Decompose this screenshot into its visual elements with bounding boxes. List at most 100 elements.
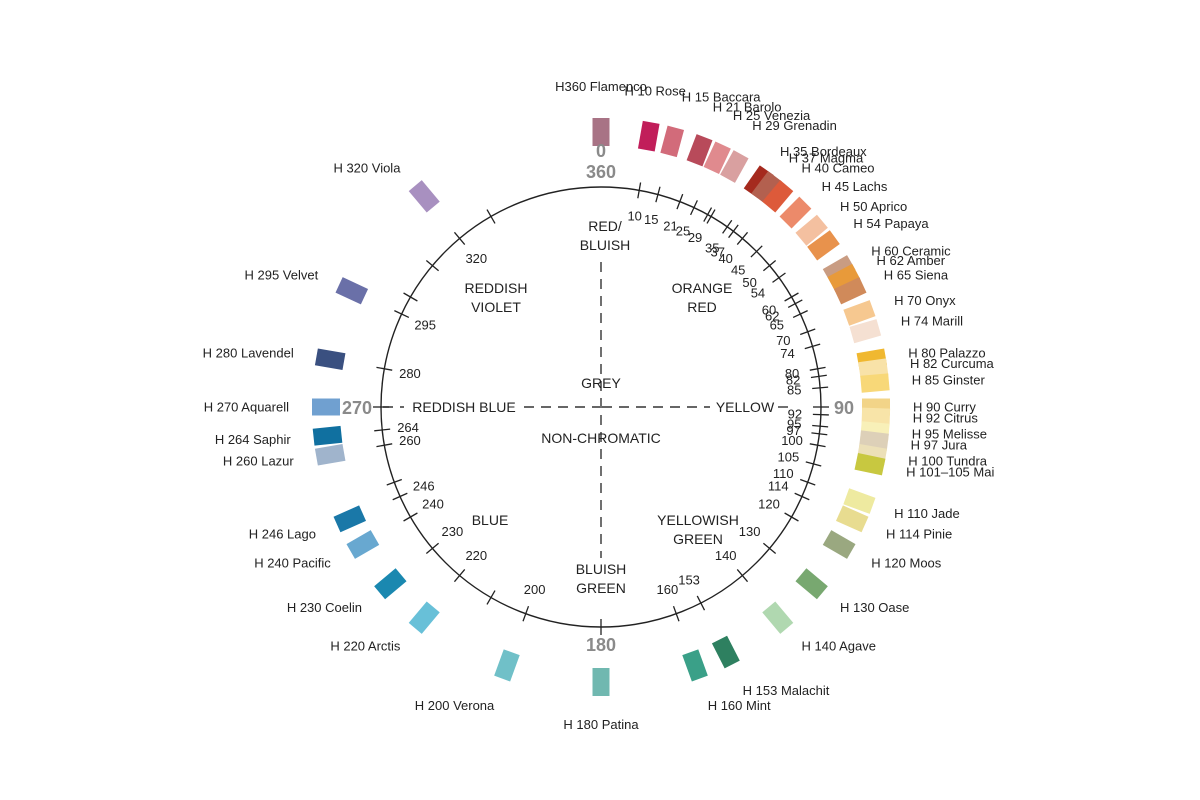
tick-260 (376, 443, 393, 448)
swatch-label-h100: H 100 Tundra (908, 454, 988, 469)
swatch-label-h40: H 40 Cameo (802, 160, 875, 175)
tick-310 (425, 259, 440, 272)
tick-74 (804, 343, 821, 350)
tick-80 (809, 366, 826, 371)
swatch-h15 (660, 125, 685, 158)
tick-85 (812, 386, 829, 390)
tick-label-97: 97 (786, 423, 800, 438)
swatch-label-h60: H 60 Ceramic (871, 244, 951, 259)
region-red-bluish-line2: BLUISH (580, 237, 631, 253)
tick-280 (376, 366, 393, 371)
region-reddish-blue: REDDISH BLUE (412, 399, 515, 415)
swatch-label-h82: H 82 Curcuma (910, 356, 995, 371)
swatch-label-h240: H 240 Pacific (254, 556, 331, 571)
swatch-label-h80: H 80 Palazzo (908, 345, 985, 360)
tick-label-62: 62 (765, 308, 779, 323)
tick-label-54: 54 (751, 285, 765, 300)
cardinal-180: 180 (586, 635, 616, 655)
tick-label-130: 130 (739, 524, 761, 539)
swatch-h114 (835, 505, 869, 533)
tick-15 (655, 186, 661, 203)
tick-210 (486, 590, 496, 605)
tick-label-100: 100 (781, 433, 803, 448)
tick-label-92: 92 (788, 406, 802, 421)
swatch-h280 (314, 348, 346, 371)
tick-300 (403, 292, 418, 302)
cardinal-270: 270 (342, 398, 372, 418)
swatch-label-h15: H 15 Baccara (682, 90, 762, 105)
tick-120 (784, 512, 799, 522)
swatch-label-h95: H 95 Melisse (912, 427, 987, 442)
swatch-h120 (822, 530, 856, 559)
swatch-label-h280: H 280 Lavendel (203, 345, 294, 360)
swatch-h246 (333, 505, 367, 533)
tick-153 (696, 595, 706, 611)
swatch-h92 (861, 407, 891, 426)
swatch-h130 (795, 568, 828, 600)
swatch-label-h21: H 21 Barolo (713, 100, 782, 115)
tick-label-105: 105 (778, 450, 800, 465)
swatch-h35 (743, 165, 774, 199)
tick-label-280: 280 (399, 366, 421, 381)
swatch-h320 (408, 180, 440, 213)
swatch-label-h97: H 97 Jura (911, 438, 968, 453)
tick-label-110: 110 (773, 466, 794, 481)
region-grey: GREY (581, 375, 621, 391)
tick-50 (762, 259, 777, 272)
tick-label-50: 50 (742, 275, 756, 290)
tick-114 (794, 492, 810, 501)
swatch-h160 (682, 649, 708, 682)
tick-label-60: 60 (762, 303, 776, 318)
swatch-label-h45: H 45 Lachs (822, 179, 888, 194)
tick-65 (792, 310, 808, 318)
tick-62 (787, 299, 803, 309)
tick-29 (703, 207, 713, 222)
region-yellowish-green-line2: GREEN (673, 531, 723, 547)
tick-label-40: 40 (718, 251, 732, 266)
cardinal-90: 90 (834, 398, 854, 418)
tick-label-95: 95 (787, 416, 801, 431)
tick-330 (486, 209, 496, 224)
swatch-h270 (312, 398, 340, 416)
swatch-h240 (346, 530, 380, 559)
tick-30 (706, 209, 716, 224)
swatch-h54 (807, 230, 840, 261)
tick-label-35: 35 (705, 241, 719, 256)
tick-92 (812, 413, 829, 416)
swatch-h62 (827, 263, 861, 292)
tick-220 (453, 568, 466, 583)
region-yellow: YELLOW (716, 399, 775, 415)
region-non-chromatic: NON-CHROMATIC (541, 430, 661, 446)
swatch-label-h360: H360 Flamenco (555, 79, 647, 94)
swatch-label-h110: H 110 Jade (894, 506, 960, 521)
swatch-label-h140: H 140 Agave (802, 639, 876, 654)
tick-label-45: 45 (731, 262, 745, 277)
tick-54 (772, 272, 786, 283)
region-bluish-green-line1: BLUISH (576, 561, 627, 577)
tick-label-85: 85 (787, 383, 801, 398)
swatch-label-h90: H 90 Curry (913, 400, 976, 415)
tick-45 (750, 245, 763, 258)
tick-label-25: 25 (676, 224, 690, 239)
tick-60 (784, 292, 799, 302)
tick-label-80: 80 (785, 366, 799, 381)
swatch-label-h320: H 320 Viola (333, 160, 401, 175)
tick-label-82: 82 (786, 373, 800, 388)
swatch-label-h160: H 160 Mint (708, 698, 771, 713)
tick-100 (809, 443, 826, 448)
swatch-h360 (592, 118, 610, 146)
tick-label-65: 65 (770, 318, 784, 333)
tick-label-160: 160 (657, 582, 679, 597)
swatch-label-h25: H 25 Venezia (733, 108, 811, 123)
tick-label-74: 74 (780, 346, 794, 361)
region-yellowish-green-line1: YELLOWISH (657, 512, 739, 528)
region-orange-red-line1: ORANGE (672, 280, 733, 296)
swatch-h230 (374, 568, 407, 600)
swatch-label-h246: H 246 Lago (249, 526, 316, 541)
swatch-h140 (762, 601, 794, 634)
tick-264 (374, 428, 391, 432)
tick-95 (812, 424, 829, 428)
tick-10 (637, 182, 642, 199)
swatch-h85 (860, 373, 890, 393)
